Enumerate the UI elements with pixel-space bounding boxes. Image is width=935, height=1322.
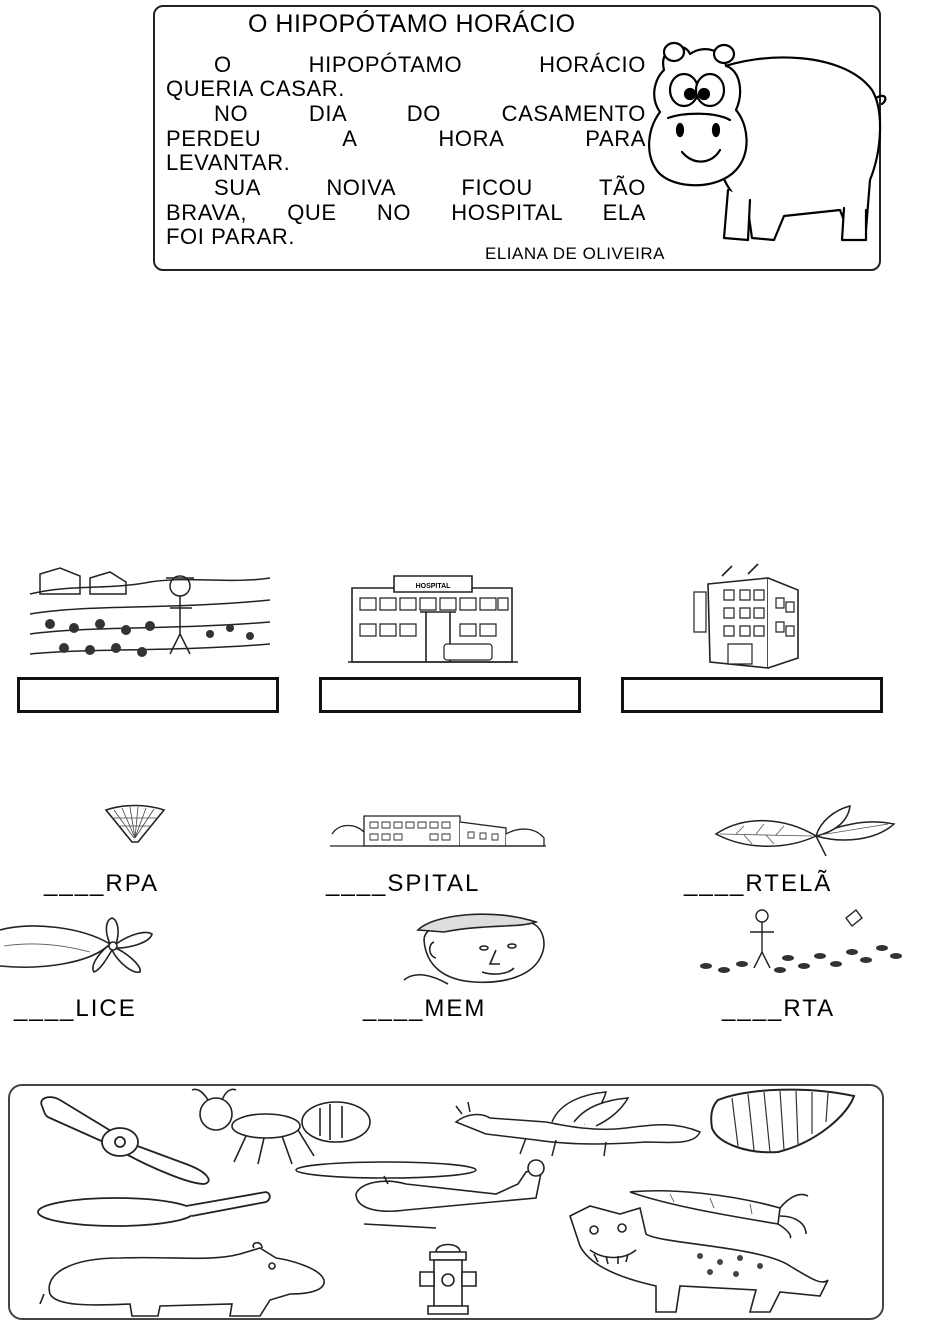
poem-line: BRAVA, QUE NO HOSPITAL ELA <box>166 200 646 226</box>
dragon-icon <box>456 1092 706 1158</box>
garden-icon <box>696 908 908 980</box>
poem-line: FOI PARAR. <box>166 224 295 250</box>
fill-in-word: ____SPITAL <box>326 870 480 898</box>
poem-line: PERDEU A HORA PARA <box>166 126 646 152</box>
fill-in-word: ____MEM <box>363 995 486 1023</box>
farm-icon <box>30 564 270 670</box>
poem-line: LEVANTAR. <box>166 150 290 176</box>
mint-leaf-icon <box>716 804 896 860</box>
harp-icon <box>708 1088 860 1156</box>
helicopter-icon <box>286 1154 566 1238</box>
fill-in-word: ____RPA <box>44 870 159 898</box>
hospital-building-icon <box>330 808 546 848</box>
poem-line: SUA NOIVA FICOU TÃO <box>166 175 646 201</box>
poem-line: QUERIA CASAR. <box>166 76 345 102</box>
poem-title: O HIPOPÓTAMO HORÁCIO <box>248 10 576 39</box>
fire-hydrant-icon <box>416 1238 480 1316</box>
answer-box-hospital[interactable] <box>319 677 581 713</box>
fill-in-word: ____LICE <box>14 995 137 1023</box>
answer-box-farm[interactable] <box>17 677 279 713</box>
hotel-icon <box>688 562 808 670</box>
man-face-icon <box>404 910 550 986</box>
poem-line: NO DIA DO CASAMENTO <box>166 101 646 127</box>
hyena-icon <box>560 1206 830 1314</box>
frying-pan-icon <box>36 1190 272 1230</box>
hippo-cartoon-icon <box>644 40 902 246</box>
harp-icon <box>104 804 166 846</box>
hospital-sign-label: HOSPITAL <box>416 583 452 590</box>
answer-box-hotel[interactable] <box>621 677 883 713</box>
fill-in-word: ____RTA <box>722 995 835 1023</box>
poem-author: ELIANA DE OLIVEIRA <box>485 244 665 264</box>
hippo-icon <box>40 1244 330 1318</box>
propeller-icon <box>0 916 160 976</box>
hospital-icon: HOSPITAL <box>348 570 518 666</box>
poem-line: O HIPOPÓTAMO HORÁCIO <box>166 52 646 78</box>
fill-in-word: ____RTELÃ <box>684 870 832 898</box>
